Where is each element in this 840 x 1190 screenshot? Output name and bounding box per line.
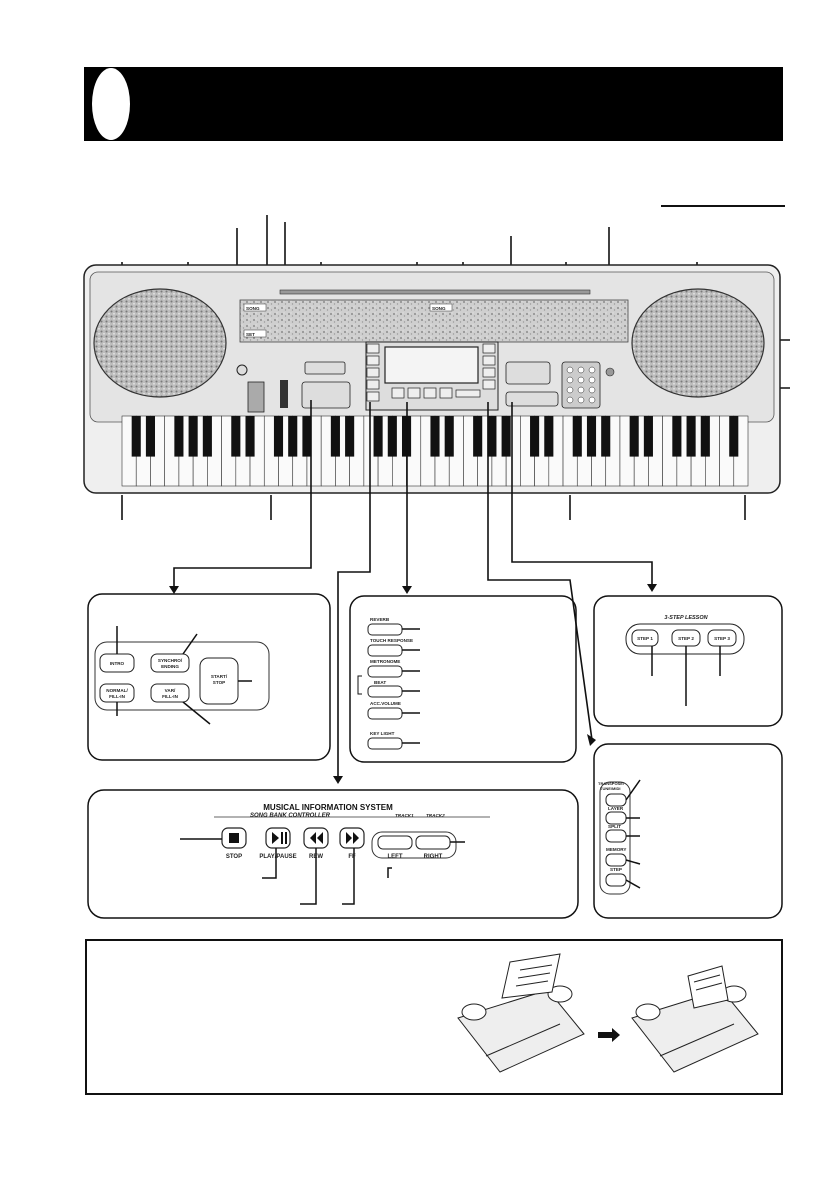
header-band — [84, 67, 783, 141]
left-button — [377, 835, 413, 850]
left-label: LEFT — [388, 854, 403, 860]
step1-label: STEP 1 — [637, 636, 653, 641]
black-key — [345, 416, 355, 457]
normal-fillin-label-1: NORMAL/ — [106, 688, 128, 693]
black-key — [174, 416, 184, 457]
black-key — [501, 416, 511, 457]
step3-button — [707, 629, 737, 647]
black-key — [430, 416, 440, 457]
rew-label: REW — [309, 854, 323, 860]
black-key — [672, 416, 682, 457]
lesson-panel — [593, 595, 783, 727]
black-key — [131, 416, 141, 457]
beat-label: BEAT — [374, 680, 386, 685]
arrow-right-icon — [598, 1028, 620, 1042]
synchro-label-1: SYNCHRO/ — [158, 658, 183, 663]
black-key — [145, 416, 156, 457]
var-fillin-label-1: VAR/ — [165, 688, 176, 693]
normal-fillin-label-2: FILL-IN — [109, 694, 126, 699]
svg-text:SONG: SONG — [432, 306, 446, 311]
layer-label: LAYER — [608, 806, 624, 811]
acc-volume-label: ACC.VOLUME — [370, 701, 401, 706]
mis-subtitle: SONG BANK CONTROLLER — [250, 813, 331, 819]
black-key — [729, 416, 739, 457]
black-key — [487, 416, 497, 457]
intro-label: INTRO — [110, 661, 125, 666]
play-pause-label: PLAY/PAUSE — [259, 854, 296, 860]
step3-label: STEP 3 — [714, 636, 730, 641]
step-label: STEP — [610, 867, 622, 872]
left-speaker — [93, 288, 227, 398]
touch-response-label: TOUCH RESPONSE — [370, 638, 413, 643]
power-knob — [236, 364, 248, 376]
black-key — [302, 416, 312, 457]
metronome-label: METRONOME — [370, 659, 400, 664]
keyboard-body: SONG SET SONG — [83, 264, 781, 494]
black-key — [643, 416, 653, 457]
start-stop-label-2: STOP — [213, 680, 225, 685]
keys — [121, 415, 749, 487]
keyboard-with-stand-1 — [457, 953, 585, 1073]
black-key — [572, 416, 582, 457]
step1-button — [631, 629, 659, 647]
svg-text:SET: SET — [246, 332, 255, 337]
track2-label: TRACK2 — [426, 813, 445, 818]
black-key — [686, 416, 696, 457]
right-button — [415, 835, 451, 850]
key-light-label: KEY LIGHT — [370, 731, 395, 736]
section-rule — [661, 205, 785, 207]
accomp-panel — [87, 593, 331, 761]
black-key — [544, 416, 554, 457]
step2-label: STEP 2 — [678, 636, 694, 641]
right-label: RIGHT — [424, 854, 443, 860]
mis-title: MUSICAL INFORMATION SYSTEM — [263, 803, 393, 812]
note-box — [85, 939, 783, 1095]
chapter-oval — [92, 68, 130, 140]
black-key — [245, 416, 255, 457]
transpose-label-2: TUNE/MIDI — [600, 786, 620, 791]
svg-text:SONG: SONG — [246, 306, 260, 311]
transpose-label-1: TRANSPOSE/ — [598, 781, 625, 786]
keyboard-with-stand-2 — [631, 965, 759, 1073]
black-key — [288, 416, 298, 457]
synchro-label-2: ENDING — [161, 664, 179, 669]
split-label: SPLIT — [608, 824, 621, 829]
stop-label: STOP — [226, 854, 242, 860]
memory-label: MEMORY — [606, 847, 627, 852]
black-key — [601, 416, 611, 457]
reverb-label: REVERB — [370, 617, 390, 622]
black-key — [586, 416, 597, 457]
black-key — [387, 416, 397, 457]
normal-fillin-button — [99, 683, 135, 703]
black-key — [473, 416, 483, 457]
ff-label: FF — [348, 854, 356, 860]
synchro-ending-button — [150, 653, 190, 673]
var-fillin-button — [150, 683, 190, 703]
black-key — [188, 416, 198, 457]
black-key — [444, 416, 454, 457]
black-key — [330, 416, 340, 457]
track1-label: TRACK1 — [395, 813, 414, 818]
transpose-panel — [593, 743, 783, 919]
black-key — [273, 416, 284, 457]
right-speaker — [631, 288, 765, 398]
lesson-title: 3-STEP LESSON — [664, 615, 708, 621]
black-key — [700, 416, 710, 457]
function-panel — [349, 595, 577, 763]
black-key — [231, 416, 241, 457]
black-key — [202, 416, 212, 457]
var-fillin-label-2: FILL-IN — [162, 694, 179, 699]
black-key — [629, 416, 639, 457]
start-stop-label-1: START/ — [211, 674, 228, 679]
black-key — [373, 416, 383, 457]
mis-panel — [87, 789, 579, 919]
black-key — [530, 416, 540, 457]
